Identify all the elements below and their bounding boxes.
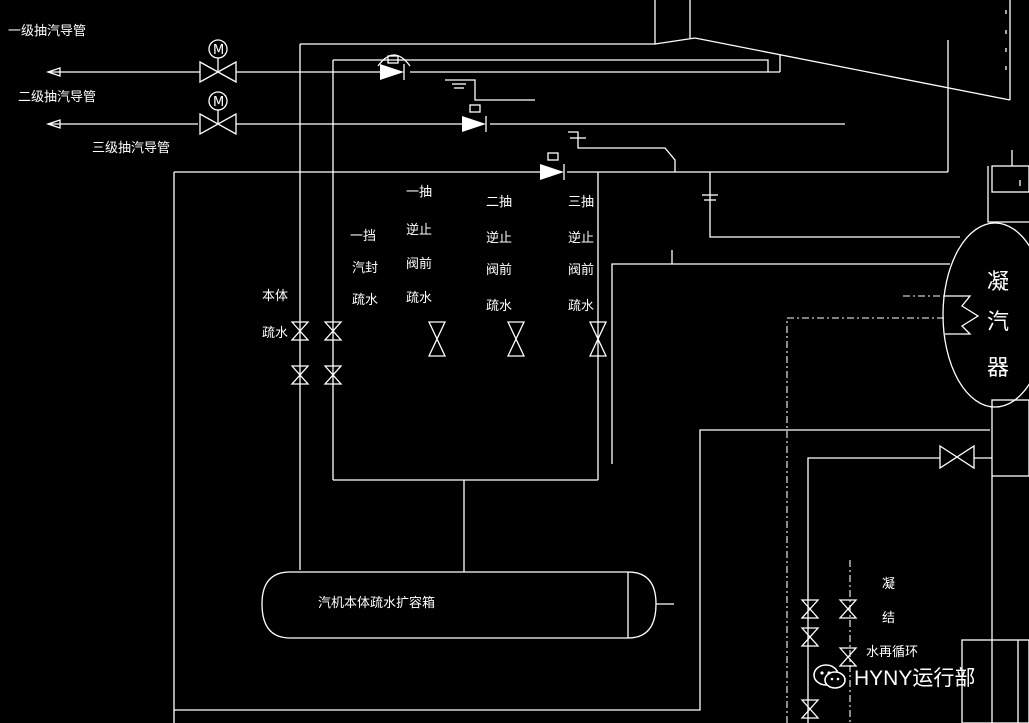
- svg-text:水再循环: 水再循环: [866, 645, 918, 660]
- svg-text:疏水: 疏水: [486, 299, 512, 314]
- drain-labels: 本体 疏水 一挡 汽封 疏水 一抽 逆止 阀前 疏水 二抽 逆止 阀前 疏水 三…: [262, 185, 918, 660]
- dashed-lines: [705, 295, 990, 723]
- extraction-pipes: [45, 0, 1011, 464]
- svg-text:逆止: 逆止: [486, 230, 512, 246]
- svg-text:逆止: 逆止: [406, 222, 432, 238]
- hotwell-equipment: [961, 639, 1029, 723]
- drain-flash-tank: 汽机本体疏水扩容箱: [261, 571, 674, 639]
- watermark: HYNY运行部: [812, 662, 975, 692]
- svg-text:二级抽汽导管: 二级抽汽导管: [18, 90, 96, 105]
- svg-text:疏水: 疏水: [262, 326, 288, 341]
- check-valve-1: [377, 54, 411, 80]
- edge-marks: [1005, 10, 1021, 186]
- svg-text:疏水: 疏水: [352, 293, 378, 308]
- watermark-text: HYNY运行部: [854, 667, 976, 690]
- svg-text:一抽: 一抽: [406, 185, 432, 200]
- svg-text:器: 器: [987, 356, 1009, 381]
- svg-text:汽: 汽: [987, 310, 1009, 335]
- svg-text:阀前: 阀前: [406, 256, 432, 272]
- svg-text:汽机本体疏水扩容箱: 汽机本体疏水扩容箱: [318, 595, 435, 611]
- svg-text:结: 结: [882, 611, 895, 626]
- svg-text:三抽: 三抽: [568, 195, 594, 210]
- svg-text:一级抽汽导管: 一级抽汽导管: [8, 24, 86, 39]
- svg-text:阀前: 阀前: [486, 262, 512, 278]
- drain-risers: [299, 44, 599, 572]
- svg-text:阀前: 阀前: [568, 262, 594, 278]
- check-valve-2: [462, 104, 487, 132]
- motor-valve-2: M: [199, 91, 237, 136]
- svg-text:二抽: 二抽: [486, 195, 512, 210]
- svg-text:凝: 凝: [882, 576, 895, 592]
- motor-valve-1: M: [199, 39, 237, 84]
- pipe-labels: 一级抽汽导管 二级抽汽导管 三级抽汽导管: [8, 24, 170, 156]
- check-valve-3: [540, 152, 565, 180]
- svg-text:疏水: 疏水: [406, 291, 432, 306]
- condenser: 凝 汽 器: [942, 150, 1029, 723]
- svg-text:逆止: 逆止: [568, 230, 594, 246]
- svg-text:凝: 凝: [987, 270, 1009, 295]
- condenser-inlet-valve: [807, 444, 992, 723]
- svg-text:三级抽汽导管: 三级抽汽导管: [92, 141, 170, 156]
- wechat-icon: [813, 664, 846, 689]
- svg-text:一挡: 一挡: [350, 229, 376, 244]
- drain-valves: [290, 321, 858, 719]
- svg-text:疏水: 疏水: [568, 299, 594, 314]
- svg-text:本体: 本体: [262, 289, 288, 304]
- svg-text:M: M: [213, 95, 224, 110]
- svg-text:M: M: [213, 43, 224, 58]
- svg-text:汽封: 汽封: [352, 261, 378, 276]
